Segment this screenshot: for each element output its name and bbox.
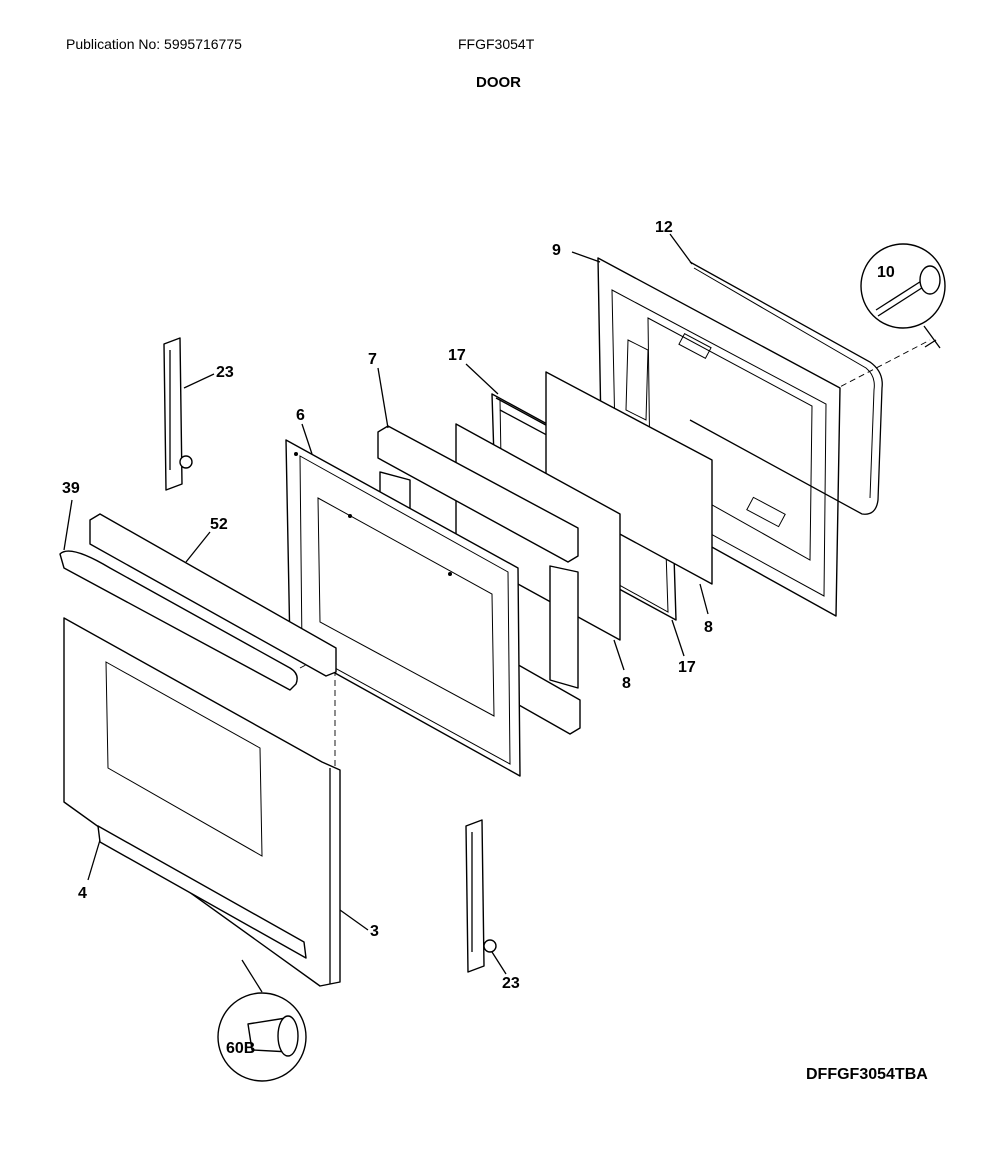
callout-6: 6	[296, 407, 305, 424]
callout-60b: 60B	[226, 1040, 255, 1057]
callout-17-bottom: 17	[678, 659, 696, 676]
callout-9: 9	[552, 242, 561, 259]
callout-12: 12	[655, 219, 673, 236]
outer-door-glass	[63, 617, 341, 987]
drawing-code: DFFGF3054TBA	[806, 1066, 928, 1083]
callout-39: 39	[62, 480, 80, 497]
glass-panel-rear	[545, 371, 713, 585]
callout-7: 7	[368, 351, 377, 368]
door-bottom-trim	[97, 825, 307, 959]
callout-8-mid: 8	[622, 675, 631, 692]
door-hinge-top	[163, 337, 193, 491]
callout-4: 4	[78, 885, 87, 902]
door-hinge-bottom	[465, 819, 497, 973]
door-gasket	[689, 261, 883, 515]
publication-number: Publication No: 5995716775	[66, 36, 242, 52]
callout-17-top: 17	[448, 347, 466, 364]
callout-52: 52	[210, 516, 228, 533]
handle-bracket	[89, 513, 337, 677]
leader-lines	[63, 233, 709, 975]
callout-10: 10	[877, 264, 895, 281]
door-handle	[59, 550, 298, 691]
screw-inset	[217, 959, 307, 1082]
callout-23-top: 23	[216, 364, 234, 381]
callout-8-right: 8	[704, 619, 713, 636]
callout-23-bottom: 23	[502, 975, 520, 992]
model-number: FFGF3054T	[458, 36, 535, 52]
section-title: DOOR	[476, 74, 521, 91]
door-frame	[285, 439, 521, 777]
callout-3: 3	[370, 923, 379, 940]
gasket-clip-inset	[860, 243, 946, 349]
